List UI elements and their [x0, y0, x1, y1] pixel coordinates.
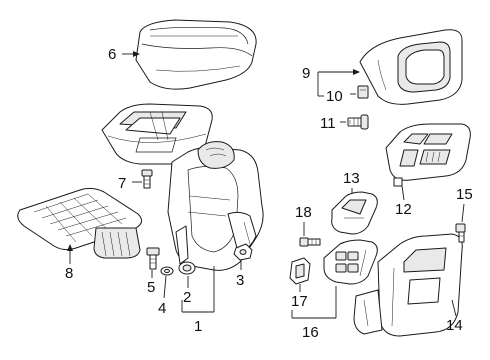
callout-7: 7 [118, 175, 126, 192]
switch-bezel [323, 239, 378, 285]
storage-bin-top [101, 103, 213, 165]
washer-4 [160, 266, 174, 276]
callout-12: 12 [395, 201, 412, 218]
callout-18: 18 [295, 204, 312, 221]
bolt-15 [455, 223, 466, 243]
callout-6: 6 [108, 46, 116, 63]
leader-lines [67, 51, 465, 319]
rear-trim-panel [359, 29, 463, 105]
callout-15: 15 [456, 186, 473, 203]
callout-9: 9 [302, 65, 310, 82]
trim-clip [357, 85, 369, 99]
bolt-18 [299, 237, 321, 247]
rear-vent-assembly [385, 123, 471, 187]
callout-16: 16 [302, 324, 319, 341]
bolt-7 [141, 169, 153, 189]
callout-14: 14 [446, 317, 463, 334]
rear-end-panel [353, 233, 463, 337]
callout-2: 2 [183, 289, 191, 306]
callout-8: 8 [65, 265, 73, 282]
callout-3: 3 [236, 272, 244, 289]
callout-1: 1 [194, 318, 202, 335]
floor-tray [17, 187, 142, 259]
nut-3 [233, 243, 253, 261]
grommet-2 [178, 261, 196, 275]
screw-11 [347, 114, 369, 130]
armrest-lid [135, 19, 257, 90]
callout-numbers: 6 9 10 11 7 8 5 4 2 1 3 13 12 15 18 17 1… [65, 46, 473, 341]
callout-10: 10 [326, 88, 343, 105]
bolt-5 [146, 247, 160, 270]
callout-4: 4 [158, 300, 166, 317]
callout-13: 13 [343, 170, 360, 187]
callout-17: 17 [291, 293, 308, 310]
cup-holder-insert [331, 191, 378, 235]
callout-5: 5 [147, 279, 155, 296]
callout-11: 11 [320, 115, 336, 132]
clip-17 [289, 257, 311, 285]
